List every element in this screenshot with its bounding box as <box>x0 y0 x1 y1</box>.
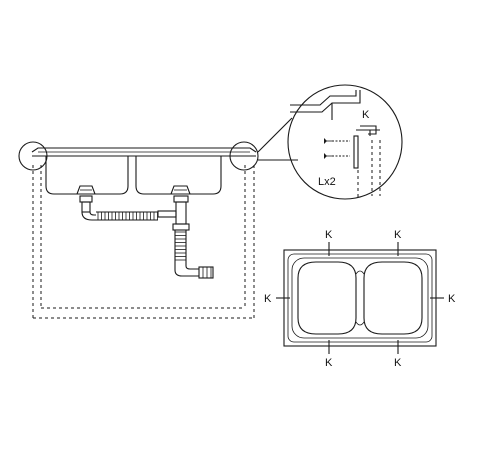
clip-marker-right: K <box>430 293 456 305</box>
side-view <box>18 141 259 319</box>
bowl-divider-bottom <box>355 321 365 326</box>
detail-leader <box>257 117 298 161</box>
fixing-clip <box>353 135 359 169</box>
svg-text:K: K <box>394 229 402 241</box>
clip-marker-top-right: K <box>394 229 402 256</box>
screw-upper <box>324 138 350 144</box>
right-bowl <box>135 156 222 195</box>
corrugated-hose <box>96 211 158 221</box>
clip-marker-bottom-left: K <box>325 340 333 369</box>
bowl-divider-top <box>355 270 365 275</box>
drain-hose <box>174 230 187 262</box>
svg-text:K: K <box>325 357 333 369</box>
screw-lower <box>324 153 350 159</box>
sink-bowl-flange <box>291 257 429 339</box>
detail-magnified: K Lx2 <box>287 84 403 200</box>
screw-count-label: Lx2 <box>318 176 336 188</box>
drain-outlet <box>174 262 214 279</box>
left-drain <box>76 185 96 195</box>
clip-marker-left: K <box>264 293 290 305</box>
left-tailpiece <box>79 195 96 221</box>
sink-outer-frame <box>283 249 437 347</box>
svg-text:K: K <box>394 357 402 369</box>
cabinet-outline <box>32 165 255 319</box>
svg-text:K: K <box>448 293 456 305</box>
detail-clip-label: K <box>362 109 370 121</box>
sink-inner-rim <box>287 253 433 343</box>
top-left-bowl <box>297 261 357 335</box>
clip-marker-top-left: K <box>325 229 333 256</box>
left-bowl <box>45 156 129 195</box>
detail-circle-right <box>229 141 259 171</box>
top-view: K K K K K K <box>264 229 456 369</box>
clip-marker-bottom-right: K <box>394 340 402 369</box>
sink-rim <box>31 147 257 157</box>
svg-text:K: K <box>264 293 272 305</box>
detail-circle-left <box>18 141 48 171</box>
top-right-bowl <box>363 261 423 335</box>
svg-text:K: K <box>325 229 333 241</box>
detail-circle-large <box>287 84 403 200</box>
tee-fitting <box>157 195 190 231</box>
right-drain <box>170 185 191 195</box>
